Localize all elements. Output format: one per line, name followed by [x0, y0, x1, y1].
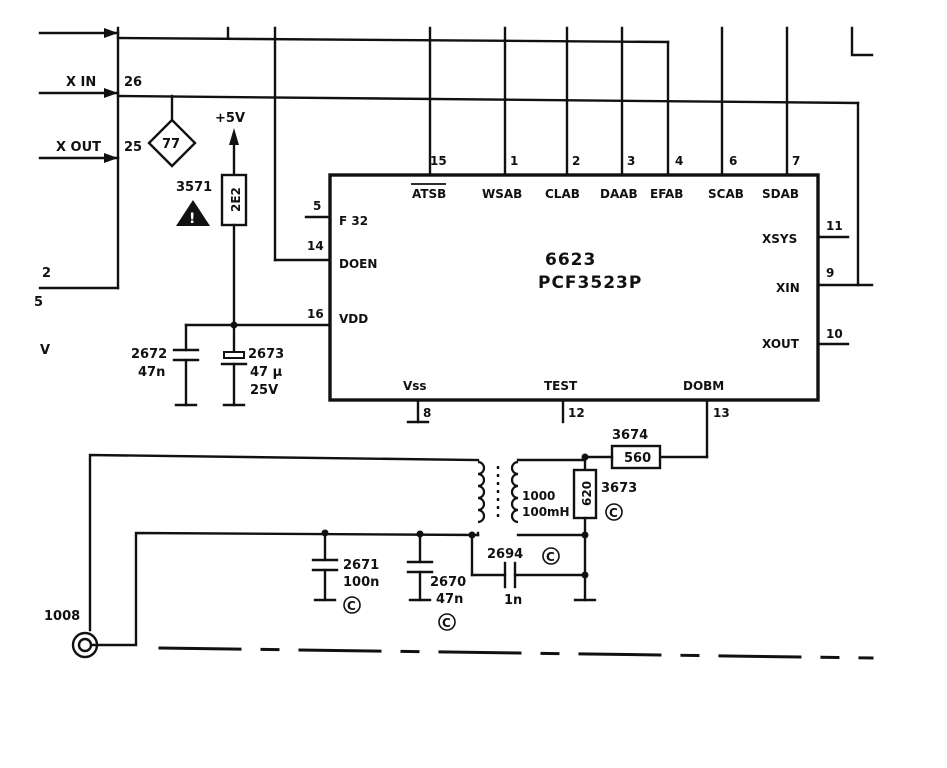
- output-section: 560 3674 620 3673 C 1000 100mH: [44, 428, 874, 660]
- c2670-value: 47n: [436, 592, 463, 607]
- pin-label-test: TEST: [544, 379, 578, 393]
- r3674-ref: 3674: [612, 428, 648, 443]
- r3674-value: 560: [624, 451, 651, 466]
- c2694-value: 1n: [504, 593, 522, 608]
- c-mark: C: [546, 550, 555, 564]
- pin-num: 7: [792, 154, 800, 168]
- x-out-pin: 25: [124, 140, 142, 155]
- pin-num: 12: [568, 406, 585, 420]
- ic-left-pins: 5 F 32 14 DOEN 16 VDD: [304, 199, 377, 326]
- supply-rail-label: +5V: [215, 111, 245, 126]
- svg-text:!: !: [189, 211, 195, 227]
- pin-num: 14: [307, 239, 324, 253]
- jack-1008: 1008: [44, 609, 99, 659]
- pin-num: 4: [675, 154, 683, 168]
- pin-label-xsys: XSYS: [762, 232, 797, 246]
- c-mark: C: [609, 506, 618, 520]
- pin-num: 5: [313, 199, 321, 213]
- pin-label-sdab: SDAB: [762, 187, 799, 201]
- pin-num: 13: [713, 406, 730, 420]
- warning-icon: !: [176, 200, 210, 227]
- pin-label-dobm: DOBM: [683, 379, 724, 393]
- pin-label-vss: Vss: [403, 379, 427, 393]
- c2673-voltage: 25V: [250, 383, 278, 398]
- ic-right-pins: 11 XSYS 9 XIN 10 XOUT: [762, 219, 874, 351]
- ic-bottom-pins: Vss 8 TEST 12 DOBM 13: [403, 379, 730, 459]
- connector-pin-2: 2: [42, 266, 51, 281]
- ic-6623: 6623 PCF3523P 15 ATSB 1 WSAB 2 CLAB 3 DA…: [304, 154, 874, 459]
- pin-label-xin: XIN: [776, 281, 800, 295]
- pin-label-f32: F 32: [339, 214, 368, 228]
- transformer-ref: 1000: [522, 489, 555, 503]
- supply-section: +5V 2E2 3571 ! 2672 47n 2673 47 µ 25V: [131, 111, 332, 407]
- c2672-value: 47n: [138, 365, 165, 380]
- ic-part: PCF3523P: [538, 273, 642, 293]
- transformer-value: 100mH: [522, 505, 570, 519]
- x-in-pin: 26: [124, 75, 142, 90]
- pin-num: 10: [826, 327, 843, 341]
- c2671-ref: 2671: [343, 558, 379, 573]
- pin-num: 8: [423, 406, 431, 420]
- top-bus-wires: [38, 26, 874, 290]
- connector-edge-v: V: [40, 343, 50, 358]
- pin-label-atsb: ATSB: [412, 187, 446, 201]
- x-out-label: X OUT: [56, 140, 101, 155]
- pin-label-vdd: VDD: [339, 312, 368, 326]
- pin-num: 6: [729, 154, 737, 168]
- pin-label-scab: SCAB: [708, 187, 744, 201]
- pin-label-doen: DOEN: [339, 257, 377, 271]
- ic-ref: 6623: [545, 250, 596, 270]
- diamond-label: 77: [162, 137, 180, 152]
- r3673-ref: 3673: [601, 481, 637, 496]
- pin-num: 16: [307, 307, 324, 321]
- c2670-ref: 2670: [430, 575, 466, 590]
- c2672-ref: 2672: [131, 347, 167, 362]
- fuse-value: 2E2: [229, 187, 243, 212]
- x-in-label: X IN: [66, 75, 96, 90]
- fuse-ref: 3571: [176, 180, 212, 195]
- pin-label-daab: DAAB: [600, 187, 638, 201]
- pin-label-efab: EFAB: [650, 187, 683, 201]
- connector-edge-5: 5: [34, 295, 43, 310]
- reference-diamond-77: 77: [147, 118, 197, 168]
- c2671-value: 100n: [343, 575, 379, 590]
- c-mark: C: [442, 616, 451, 630]
- c2673-value: 47 µ: [250, 365, 283, 380]
- pin-num: 9: [826, 266, 834, 280]
- pin-label-wsab: WSAB: [482, 187, 522, 201]
- c2673-ref: 2673: [248, 347, 284, 362]
- pin-num: 11: [826, 219, 843, 233]
- transformer-1000: 1000 100mH: [477, 458, 587, 537]
- pin-num: 1: [510, 154, 518, 168]
- pin-label-xout: XOUT: [762, 337, 800, 351]
- pin-label-clab: CLAB: [545, 187, 580, 201]
- c2694-ref: 2694: [487, 547, 523, 562]
- pin-num: 15: [430, 154, 447, 168]
- c-mark: C: [347, 599, 356, 613]
- pin-num: 2: [572, 154, 580, 168]
- r3673-value: 620: [580, 481, 594, 506]
- pin-num: 3: [627, 154, 635, 168]
- jack-ref: 1008: [44, 609, 80, 624]
- ic-top-pins: 15 ATSB 1 WSAB 2 CLAB 3 DAAB 4 EFAB 6 SC…: [411, 154, 800, 201]
